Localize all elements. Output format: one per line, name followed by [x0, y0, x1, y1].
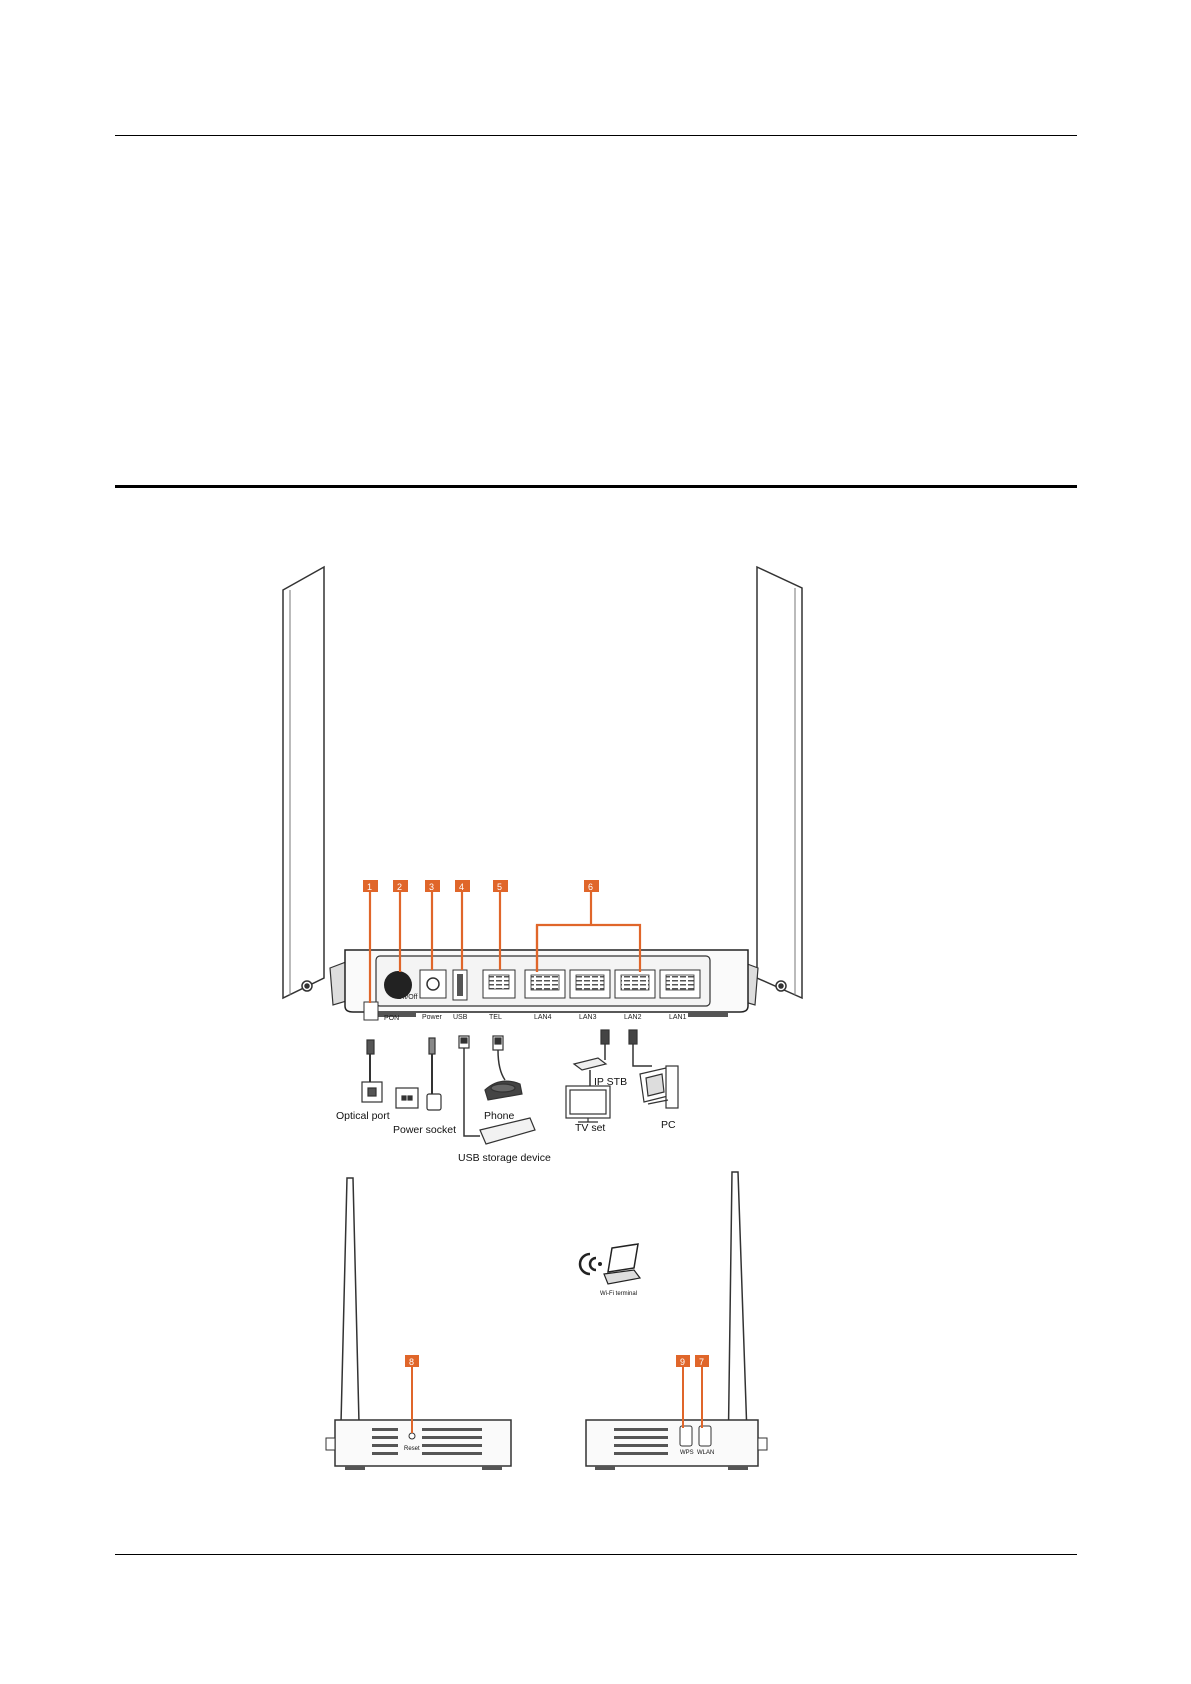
- wifi-terminal-icon: [580, 1244, 640, 1284]
- usb-storage-label: USB storage device: [458, 1152, 551, 1164]
- callout-8: 8: [405, 1355, 419, 1367]
- power-port-label: Power: [422, 1014, 443, 1021]
- phone-label: Phone: [484, 1110, 515, 1122]
- svg-text:5: 5: [497, 882, 502, 892]
- svg-text:8: 8: [409, 1357, 414, 1367]
- callout-6: 6: [584, 880, 599, 892]
- svg-text:2: 2: [397, 882, 402, 892]
- callouts-rear: 1 2 3 4 5 6: [363, 880, 599, 892]
- callout-5: 5: [493, 880, 508, 892]
- power-socket-label: Power socket: [393, 1124, 456, 1136]
- svg-text:7: 7: [699, 1357, 704, 1367]
- lan2-label: LAN2: [624, 1014, 642, 1021]
- callout-2: 2: [393, 880, 408, 892]
- router-body: [345, 950, 748, 1020]
- callout-4: 4: [455, 880, 470, 892]
- reset-label: Reset: [404, 1446, 420, 1452]
- svg-text:6: 6: [588, 882, 593, 892]
- svg-text:3: 3: [429, 882, 434, 892]
- callout-3: 3: [425, 880, 440, 892]
- pon-label: PON: [384, 1015, 399, 1022]
- wlan-label: WLAN: [697, 1450, 714, 1456]
- pc-label: PC: [661, 1119, 676, 1131]
- callout-1: 1: [363, 880, 378, 892]
- lan3-label: LAN3: [579, 1014, 597, 1021]
- optical-port-label: Optical port: [336, 1110, 390, 1122]
- tel-port-label: TEL: [489, 1014, 502, 1021]
- svg-text:4: 4: [459, 882, 464, 892]
- ip-stb-label: IP STB: [594, 1076, 627, 1088]
- right-antenna: [757, 567, 802, 998]
- tv-set-label: TV set: [575, 1122, 605, 1134]
- svg-text:9: 9: [680, 1357, 685, 1367]
- svg-text:1: 1: [367, 882, 372, 892]
- usb-port-label: USB: [453, 1014, 468, 1021]
- left-antenna: [283, 567, 324, 998]
- right-side-view: WPS WLAN 9 7 Wi-Fi terminal: [580, 1172, 767, 1470]
- callout-9: 9: [676, 1355, 690, 1367]
- wifi-terminal-label: Wi-Fi terminal: [600, 1291, 637, 1297]
- lan1-label: LAN1: [669, 1014, 687, 1021]
- lan4-label: LAN4: [534, 1014, 552, 1021]
- callout-7: 7: [695, 1355, 709, 1367]
- on-off-label: On/Off: [397, 994, 418, 1001]
- rear-view: On/Off PON Power USB TEL LAN4 LAN3 LAN2 …: [283, 567, 802, 1164]
- wps-label: WPS: [680, 1450, 694, 1456]
- left-side-view: Reset 8: [326, 1178, 511, 1470]
